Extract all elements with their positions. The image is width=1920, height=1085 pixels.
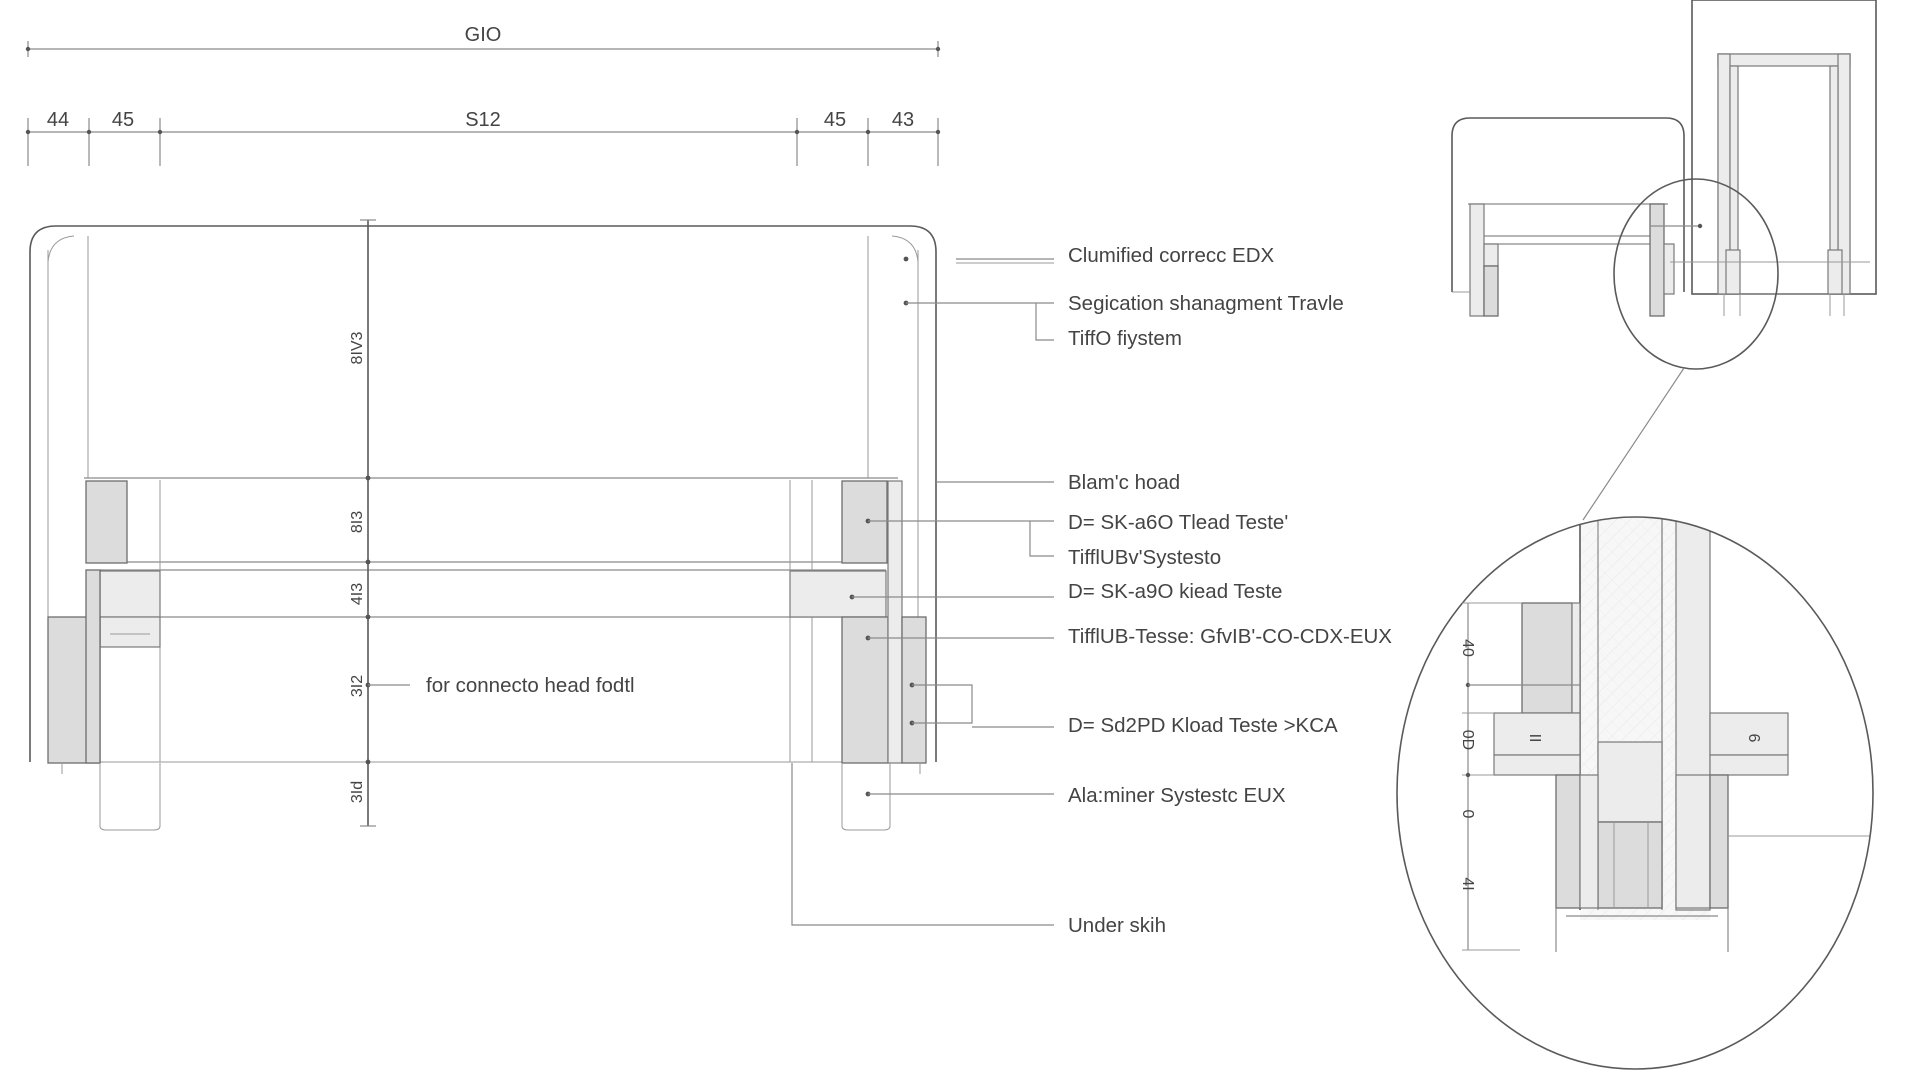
- detail-dim-3: 0: [1459, 810, 1476, 819]
- callout-10: Ala:miner Systestc EUX: [1068, 784, 1286, 807]
- main-elevation: 8IV3 8I3 4I3 3I2 3Id for connecto head f…: [29, 219, 937, 831]
- dim-vertical-5: 3Id: [349, 781, 366, 803]
- detail-dim-1: 40: [1459, 639, 1476, 657]
- callout-9: D= Sd2PD Kload Teste >KCA: [1068, 714, 1338, 737]
- dim-overall: GIO: [465, 24, 502, 46]
- callout-3: TiffO fiystem: [1068, 327, 1182, 350]
- detail-leader: [1582, 367, 1685, 521]
- callout-labels: Clumified correcc EDX Segication shanagm…: [1068, 244, 1392, 937]
- detail-dim-4: 4I: [1459, 877, 1476, 890]
- dim-segment-3: S12: [465, 109, 501, 131]
- callout-7: D= SK-a9O kiead Teste: [1068, 580, 1282, 603]
- callout-2: Segication shanagment Travle: [1068, 292, 1344, 315]
- dim-segment-5: 43: [892, 109, 914, 131]
- top-dimensions: GIO 44 45 S12 45 43: [25, 24, 941, 166]
- detail-mark-right: 6: [1745, 734, 1762, 743]
- callout-5: D= SK-a6O Tlead Teste': [1068, 511, 1288, 534]
- callout-11: Under skih: [1068, 914, 1166, 937]
- callout-1: Clumified correcc EDX: [1068, 244, 1275, 267]
- side-section: [1451, 0, 1877, 370]
- dim-segment-4: 45: [824, 109, 846, 131]
- dim-vertical-3: 4I3: [349, 583, 366, 605]
- inner-note: for connecto head fodtl: [426, 674, 635, 697]
- callout-8: TifflUB-Tesse: GfvIB'-CO-CDX-EUX: [1068, 625, 1392, 648]
- detail-mark-left: II: [1526, 734, 1543, 743]
- callout-leaders: [791, 256, 1054, 926]
- dim-vertical-1: 8IV3: [349, 331, 366, 364]
- dim-segment-1: 44: [47, 109, 69, 131]
- dim-vertical-4: 3I2: [349, 675, 366, 697]
- callout-4: Blam'c hoad: [1068, 471, 1180, 494]
- dim-vertical-2: 8I3: [349, 511, 366, 533]
- detail-view: 40 0D 0 4I II 6: [1396, 516, 1874, 1070]
- detail-dim-2: 0D: [1459, 730, 1476, 750]
- callout-6: TifflUBv'Systesto: [1068, 546, 1221, 569]
- dim-segment-2: 45: [112, 109, 134, 131]
